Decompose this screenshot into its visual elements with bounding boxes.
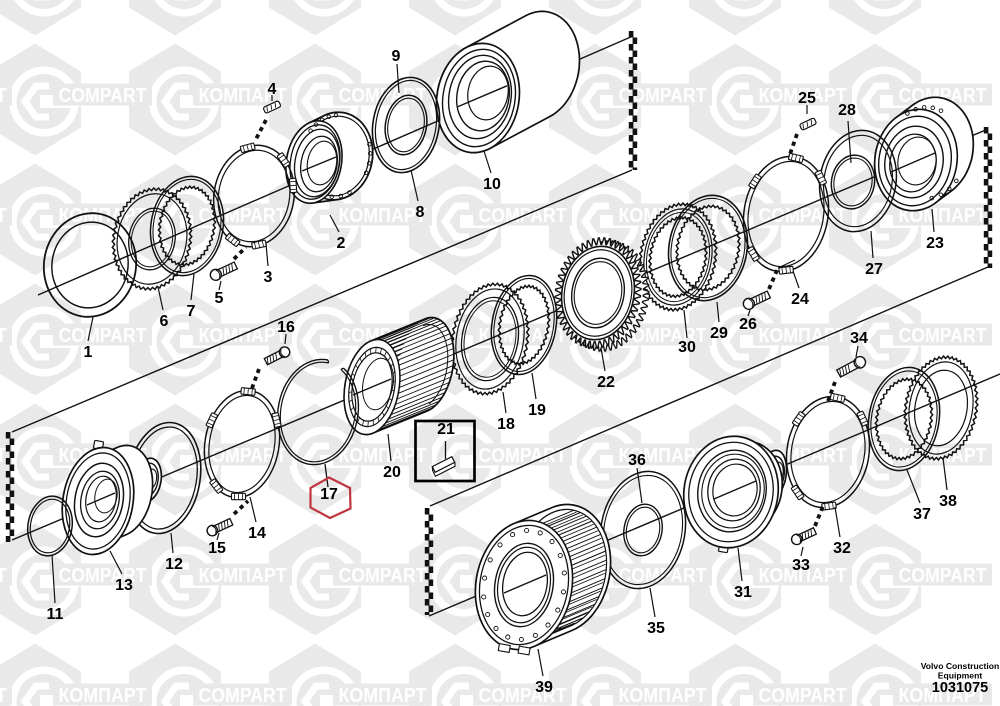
svg-text:28: 28 xyxy=(838,102,856,119)
svg-text:COMPART: COMPART xyxy=(59,565,147,587)
svg-text:4: 4 xyxy=(268,81,277,98)
svg-text:COMPART: COMPART xyxy=(899,325,987,347)
svg-text:КОМПАРТ: КОМПАРТ xyxy=(199,85,287,107)
svg-text:COMPART: COMPART xyxy=(899,565,987,587)
svg-text:22: 22 xyxy=(597,374,615,391)
svg-text:КОМПАРТ: КОМПАРТ xyxy=(759,565,847,587)
svg-text:30: 30 xyxy=(678,339,696,356)
svg-text:36: 36 xyxy=(628,452,646,469)
svg-text:COMPART: COMPART xyxy=(479,445,567,467)
svg-text:КОМПАРТ: КОМПАРТ xyxy=(479,325,567,347)
svg-text:27: 27 xyxy=(865,261,883,278)
svg-text:КОМПАРТ: КОМПАРТ xyxy=(339,205,427,227)
svg-text:18: 18 xyxy=(497,416,515,433)
svg-text:10: 10 xyxy=(483,176,501,193)
svg-text:COMPART: COMPART xyxy=(479,685,567,706)
svg-text:38: 38 xyxy=(939,493,957,510)
svg-text:1031075: 1031075 xyxy=(932,680,988,696)
svg-text:КОМПАРТ: КОМПАРТ xyxy=(59,205,147,227)
svg-text:34: 34 xyxy=(850,330,868,347)
svg-text:11: 11 xyxy=(47,606,64,623)
svg-text:32: 32 xyxy=(833,540,851,557)
svg-text:5: 5 xyxy=(215,290,224,307)
svg-text:17: 17 xyxy=(320,486,338,503)
svg-text:КОМПАРТ: КОМПАРТ xyxy=(199,565,287,587)
svg-text:COMPART: COMPART xyxy=(0,685,7,706)
svg-text:КОМПАРТ: КОМПАРТ xyxy=(59,685,147,706)
svg-text:КОМПАРТ: КОМПАРТ xyxy=(759,325,847,347)
svg-text:7: 7 xyxy=(187,303,196,320)
svg-text:6: 6 xyxy=(160,313,169,330)
svg-text:COMPART: COMPART xyxy=(619,565,707,587)
svg-text:15: 15 xyxy=(208,540,226,557)
svg-text:1: 1 xyxy=(84,344,93,361)
svg-text:Volvo Construction: Volvo Construction xyxy=(921,661,1000,671)
svg-text:33: 33 xyxy=(792,557,810,574)
svg-text:16: 16 xyxy=(277,319,295,336)
svg-text:КОМПАРТ: КОМПАРТ xyxy=(339,685,427,706)
svg-text:КОМПАРТ: КОМПАРТ xyxy=(199,325,287,347)
svg-text:COMPART: COMPART xyxy=(0,205,7,227)
svg-text:COMPART: COMPART xyxy=(59,325,147,347)
svg-text:31: 31 xyxy=(734,584,752,601)
svg-text:КОМПАРТ: КОМПАРТ xyxy=(759,85,847,107)
svg-text:2: 2 xyxy=(337,235,346,252)
svg-text:24: 24 xyxy=(791,291,809,308)
svg-text:COMPART: COMPART xyxy=(339,565,427,587)
svg-text:14: 14 xyxy=(248,525,266,542)
svg-text:КОМПАРТ: КОМПАРТ xyxy=(0,325,7,347)
svg-text:КОМПАРТ: КОМПАРТ xyxy=(0,565,7,587)
svg-text:COMPART: COMPART xyxy=(619,85,707,107)
svg-text:КОМПАРТ: КОМПАРТ xyxy=(619,205,707,227)
svg-text:9: 9 xyxy=(392,48,401,65)
svg-text:КОМПАРТ: КОМПАРТ xyxy=(619,445,707,467)
svg-text:21: 21 xyxy=(437,421,455,438)
svg-text:23: 23 xyxy=(926,235,944,252)
svg-text:39: 39 xyxy=(535,679,553,696)
svg-text:26: 26 xyxy=(739,316,757,333)
svg-text:КОМПАРТ: КОМПАРТ xyxy=(619,685,707,706)
svg-text:35: 35 xyxy=(647,620,665,637)
svg-text:25: 25 xyxy=(798,90,816,107)
svg-text:КОМПАРТ: КОМПАРТ xyxy=(339,445,427,467)
svg-text:3: 3 xyxy=(264,269,273,286)
svg-text:COMPART: COMPART xyxy=(59,85,147,107)
svg-text:COMPART: COMPART xyxy=(759,685,847,706)
svg-text:COMPART: COMPART xyxy=(199,445,287,467)
svg-text:COMPART: COMPART xyxy=(619,325,707,347)
svg-text:Equipment: Equipment xyxy=(938,671,983,681)
svg-text:КОМПАРТ: КОМПАРТ xyxy=(0,85,7,107)
svg-text:COMPART: COMPART xyxy=(199,685,287,706)
svg-text:19: 19 xyxy=(528,402,546,419)
svg-text:29: 29 xyxy=(710,325,728,342)
svg-text:13: 13 xyxy=(115,577,133,594)
svg-text:20: 20 xyxy=(383,464,401,481)
svg-text:КОМПАРТ: КОМПАРТ xyxy=(899,685,987,706)
svg-text:8: 8 xyxy=(416,204,425,221)
svg-text:12: 12 xyxy=(165,556,183,573)
svg-text:37: 37 xyxy=(913,506,931,523)
svg-text:COMPART: COMPART xyxy=(0,445,7,467)
